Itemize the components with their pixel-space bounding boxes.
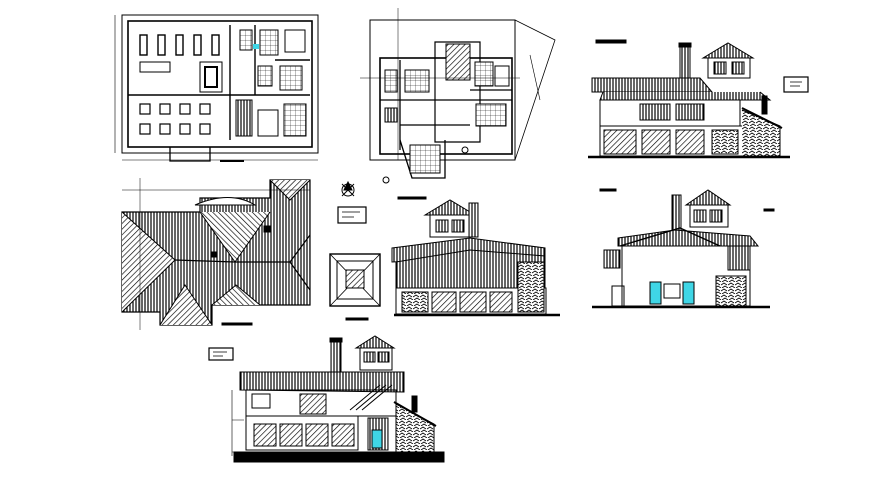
view-title-bar — [595, 39, 627, 44]
front-elevation — [588, 39, 809, 159]
tower-plan — [329, 253, 381, 321]
north-arrow — [337, 176, 390, 224]
side-elevation-right — [592, 188, 775, 309]
section — [231, 335, 445, 463]
view-title-bar — [221, 322, 253, 326]
view-title-bar — [397, 196, 427, 200]
view-title-bar — [345, 317, 369, 321]
roof-plan — [121, 178, 311, 361]
side-elevation-left — [391, 196, 560, 317]
view-title-bar — [599, 188, 617, 192]
ground-floor-plan — [114, 14, 319, 162]
upper-floor-plan — [360, 8, 556, 179]
